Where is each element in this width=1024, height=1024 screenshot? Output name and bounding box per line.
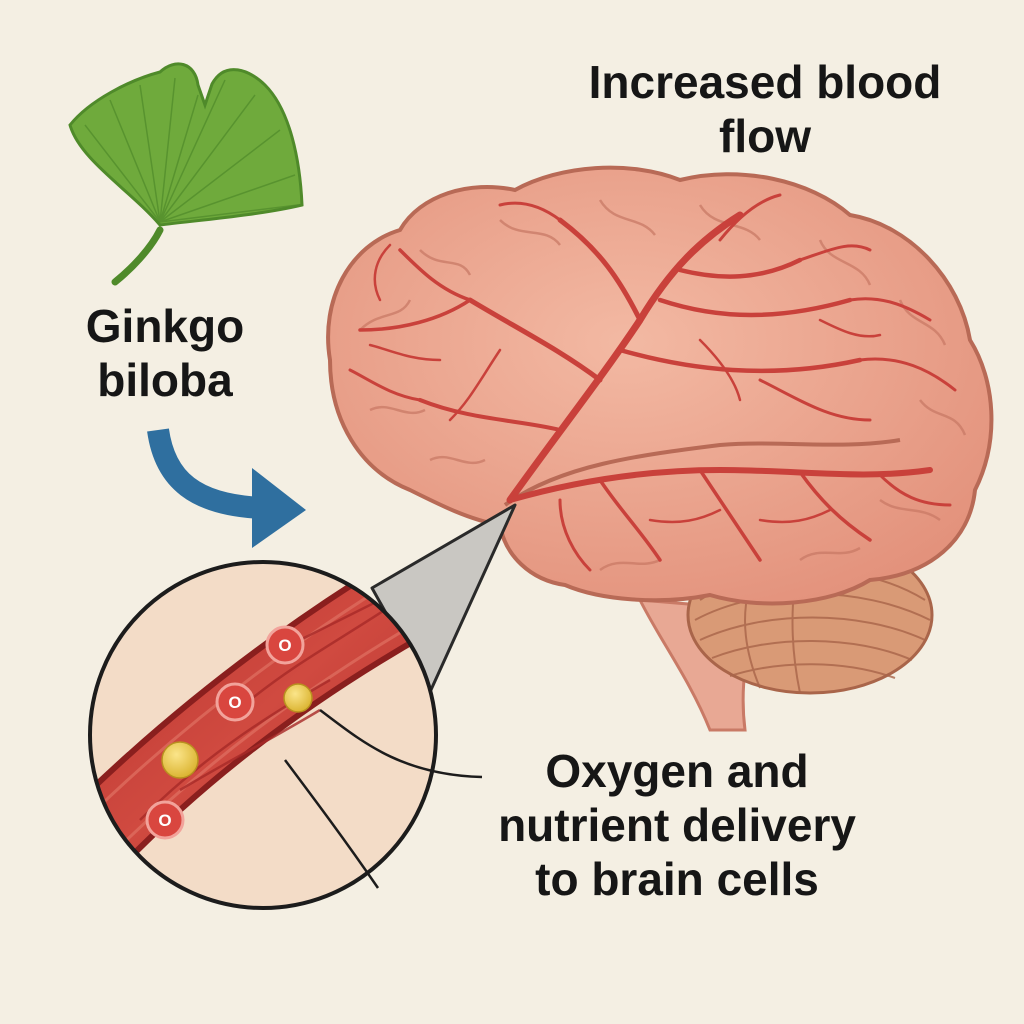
brain-vessels: [348, 193, 957, 572]
nutrient-particle: [283, 683, 313, 713]
brain-illustration: [326, 165, 994, 606]
label-line: Ginkgo: [85, 300, 245, 352]
oxygen-cell: O: [215, 682, 255, 722]
oxygen-cell-mark: O: [158, 811, 171, 830]
label-line: flow: [719, 109, 811, 162]
label-line: Oxygen and: [545, 745, 809, 797]
pointer-lines: [283, 709, 483, 889]
curved-arrow-icon: [147, 428, 306, 548]
nutrient-particle: [161, 741, 199, 779]
increased-blood-flow-label: Increased blood flow: [530, 56, 1000, 164]
label-line: Increased blood: [588, 56, 942, 108]
ginkgo-biloba-label: Ginkgo biloba: [40, 300, 290, 408]
oxygen-cell: O: [145, 800, 185, 840]
label-line: nutrient delivery: [498, 798, 856, 851]
label-line: to brain cells: [535, 852, 819, 905]
blood-cells: O O O: [145, 625, 313, 840]
oxygen-cell-mark: O: [228, 693, 241, 712]
oxygen-cell: O: [265, 625, 305, 665]
label-line: biloba: [97, 353, 233, 406]
oxygen-cell-mark: O: [278, 636, 291, 655]
ginkgo-leaf-icon: [68, 62, 304, 286]
oxygen-nutrient-delivery-label: Oxygen and nutrient delivery to brain ce…: [442, 745, 912, 906]
